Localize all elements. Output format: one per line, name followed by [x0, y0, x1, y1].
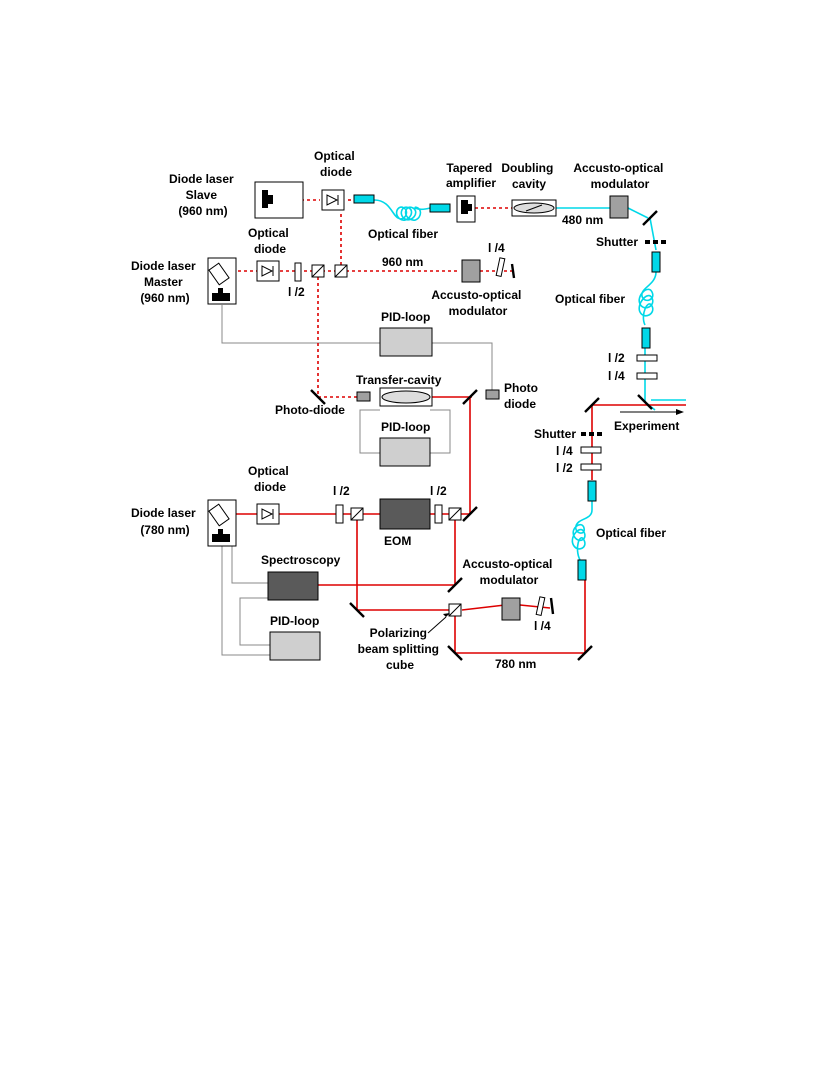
fiber-couplers: [353, 194, 661, 581]
eom-label: EOM: [384, 534, 411, 548]
quarter-wave-label-780-aom: l /4: [534, 619, 551, 633]
transfer-cavity: [379, 387, 433, 407]
pid-loop-master-label: PID-loop: [381, 310, 430, 324]
optical-diode-780: [256, 503, 280, 525]
half-wave-label-780-b: l /2: [430, 484, 447, 498]
pid-loop-cavity-box: [379, 437, 431, 467]
pbs-pointer-arrow: [427, 613, 450, 634]
half-wave-label-960: l /2: [288, 285, 305, 299]
photo-diode-right-label: Photo diode: [504, 381, 541, 411]
experiment-arrow: [620, 409, 684, 415]
quarter-wave-label-780-exp: l /4: [556, 444, 573, 458]
doubling-cavity-label: Doubling cavity: [501, 161, 556, 191]
slave-laser: [254, 181, 304, 219]
spectroscopy-box: [267, 571, 319, 601]
photo-diode-left: [356, 391, 371, 402]
beam-480nm: [373, 199, 686, 561]
pbs-label: Polarizing beam splitting cube: [358, 626, 443, 672]
aom-480: [609, 195, 629, 219]
aom-960: [461, 259, 481, 283]
shutters: [581, 240, 667, 436]
optical-diode-slave-label: Optical diode: [314, 149, 358, 179]
master-laser-label: Diode laser Master (960 nm): [131, 259, 199, 305]
aom-960-label: Accusto-optical modulator: [431, 288, 524, 318]
wavelength-960-label: 960 nm: [382, 255, 423, 269]
waveplates: [294, 257, 658, 617]
half-wave-label-780-a: l /2: [333, 484, 350, 498]
mirrors: [310, 210, 658, 661]
signal-cables: [221, 305, 493, 656]
shutter-top-label: Shutter: [596, 235, 638, 249]
half-wave-label-780-exp: l /2: [556, 461, 573, 475]
tapered-amplifier-label: Tapered amplifier: [446, 161, 496, 190]
pid-loop-780-label: PID-loop: [270, 614, 319, 628]
experiment-label: Experiment: [614, 419, 679, 433]
half-wave-label-480: l /2: [608, 351, 625, 365]
quarter-wave-label-480: l /4: [608, 369, 625, 383]
optical-diode-780-label: Optical diode: [248, 464, 292, 494]
optical-fiber-label-3: Optical fiber: [596, 526, 666, 540]
shutter-bottom-label: Shutter: [534, 427, 576, 441]
optical-fiber-label-2: Optical fiber: [555, 292, 625, 306]
doubling-cavity: [511, 199, 557, 217]
slave-laser-label: Diode laser Slave (960 nm): [169, 172, 237, 218]
transfer-cavity-label: Transfer-cavity: [356, 373, 442, 387]
aom-480-label: Accusto-optical modulator: [573, 161, 666, 191]
quarter-wave-label-960: l /4: [488, 241, 505, 255]
wavelength-780-label: 780 nm: [495, 657, 536, 671]
pid-loop-cavity-label: PID-loop: [381, 420, 430, 434]
spectroscopy-label: Spectroscopy: [261, 553, 341, 567]
optical-diode-slave: [321, 189, 345, 211]
pid-loop-master-box: [379, 327, 433, 357]
aom-780: [501, 597, 521, 621]
optical-diode-master: [256, 260, 280, 282]
beam-splitter-cubes: [311, 264, 462, 617]
photo-diode-left-label: Photo-diode: [275, 403, 345, 417]
aom-780-label: Accusto-optical modulator: [462, 557, 555, 587]
pid-loop-780-box: [269, 631, 321, 661]
laser-780: [207, 499, 237, 547]
photo-diode-right: [485, 389, 500, 400]
laser-780-label: Diode laser (780 nm): [131, 506, 199, 537]
master-laser: [207, 257, 237, 305]
eom-box: [379, 498, 431, 530]
optical-diode-master-label: Optical diode: [248, 226, 292, 256]
wavelength-480-label: 480 nm: [562, 213, 603, 227]
optical-fiber-label-1: Optical fiber: [368, 227, 438, 241]
tapered-amplifier: [456, 195, 476, 223]
